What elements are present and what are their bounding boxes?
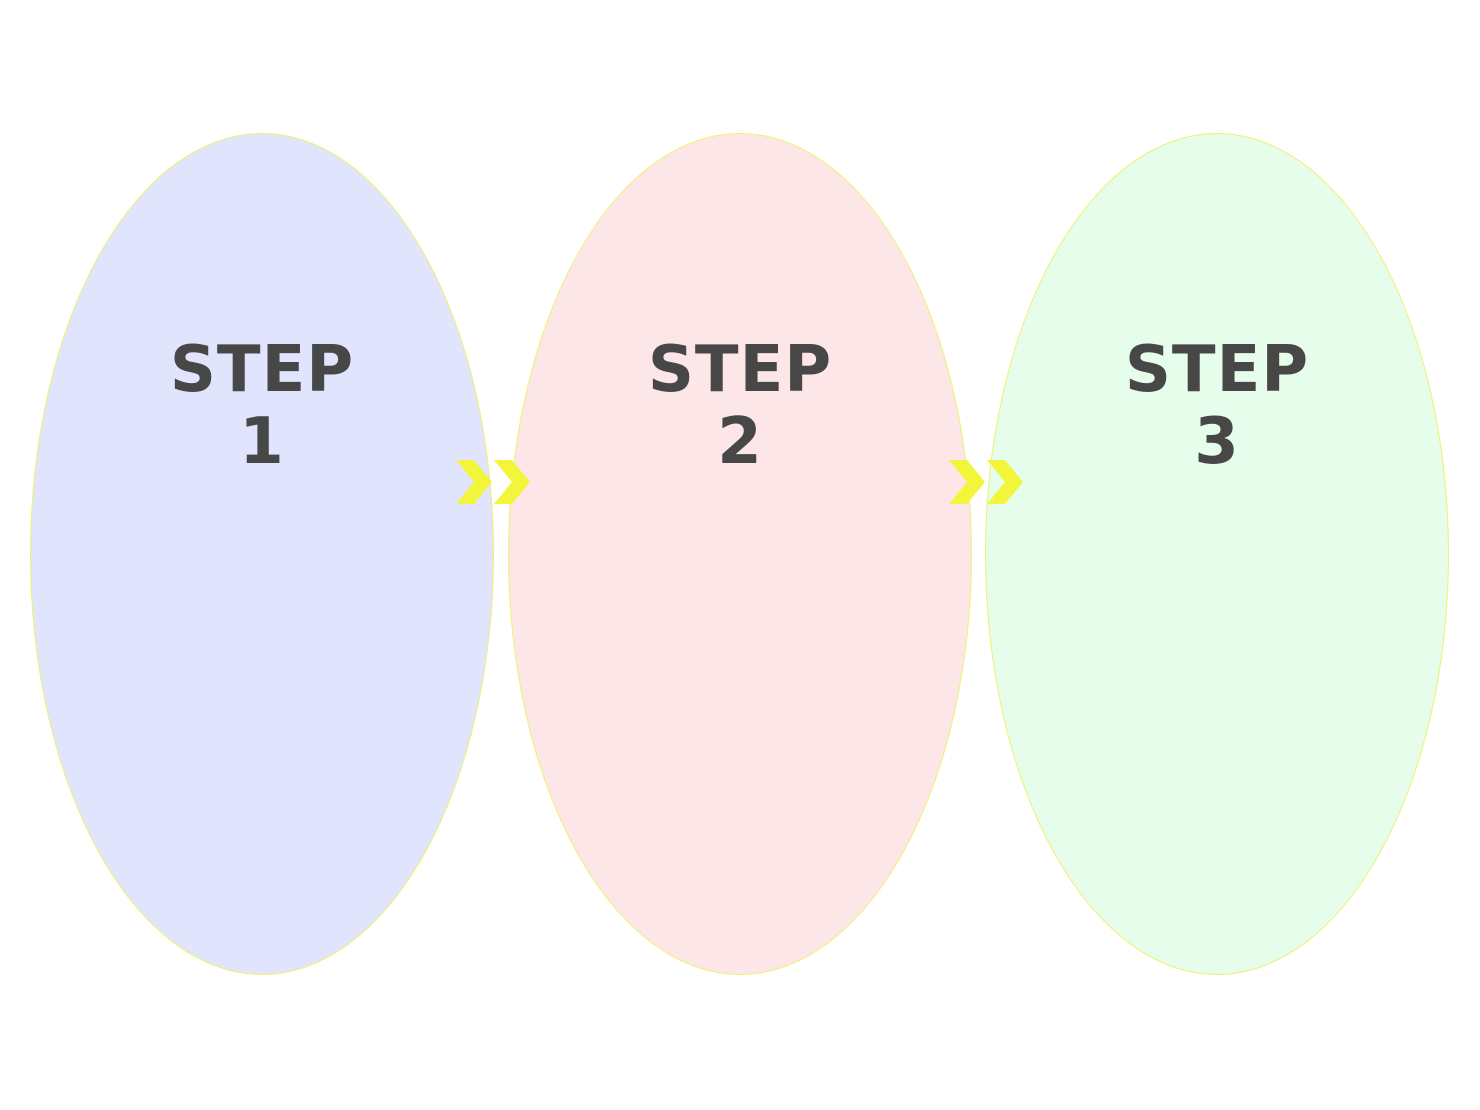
step-1-number: 1 bbox=[239, 405, 285, 479]
step-3-ellipse: STEP 3 bbox=[985, 133, 1449, 975]
step-1-label: STEP 1 bbox=[31, 334, 493, 478]
step-3-label: STEP 3 bbox=[986, 334, 1448, 478]
step-2-ellipse: STEP 2 bbox=[508, 133, 972, 975]
double-chevron-right-icon bbox=[949, 460, 1023, 504]
step-3-number: 3 bbox=[1194, 405, 1240, 479]
step-2-label: STEP 2 bbox=[509, 334, 971, 478]
step-1-ellipse: STEP 1 bbox=[30, 133, 494, 975]
step-2-number: 2 bbox=[717, 405, 763, 479]
double-chevron-right-icon bbox=[456, 460, 530, 504]
step-2-word: STEP bbox=[647, 333, 833, 407]
step-1-word: STEP bbox=[169, 333, 355, 407]
step-3-word: STEP bbox=[1124, 333, 1310, 407]
